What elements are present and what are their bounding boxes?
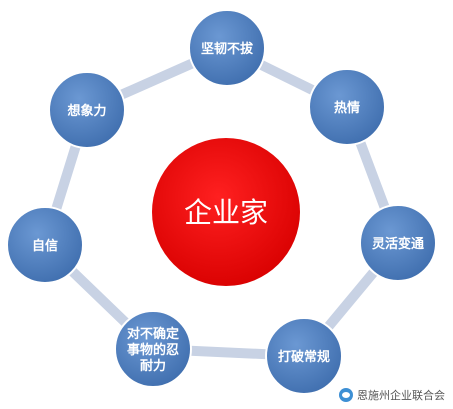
node-label: 对不确定 — [127, 326, 179, 342]
node-5: 自信 — [6, 206, 84, 284]
node-label: 事物的忍 — [127, 342, 179, 358]
watermark-text: 恩施州企业联合会 — [357, 389, 445, 402]
node-circle — [308, 68, 386, 146]
node-circle — [48, 71, 126, 149]
watermark: 恩施州企业联合会 — [339, 387, 445, 403]
node-circle — [114, 310, 192, 388]
node-circle — [359, 204, 437, 282]
node-2: 灵活变通 — [359, 204, 437, 282]
node-1: 热情 — [308, 68, 386, 146]
node-label: 耐力 — [140, 358, 166, 374]
node-3: 打破常规 — [265, 317, 343, 395]
node-label: 灵活变通 — [372, 236, 424, 252]
node-0: 坚韧不拔 — [188, 9, 266, 87]
node-label: 打破常规 — [278, 349, 330, 365]
wechat-icon — [339, 388, 353, 402]
node-circle — [6, 206, 84, 284]
node-circle — [265, 317, 343, 395]
center-circle — [152, 138, 300, 286]
node-label: 想象力 — [67, 103, 106, 119]
node-label: 热情 — [334, 100, 360, 116]
node-label: 坚韧不拔 — [201, 41, 254, 57]
node-6: 想象力 — [48, 71, 126, 149]
center-label: 企业家 — [184, 196, 268, 229]
node-circle — [188, 9, 266, 87]
node-label: 自信 — [32, 238, 58, 254]
